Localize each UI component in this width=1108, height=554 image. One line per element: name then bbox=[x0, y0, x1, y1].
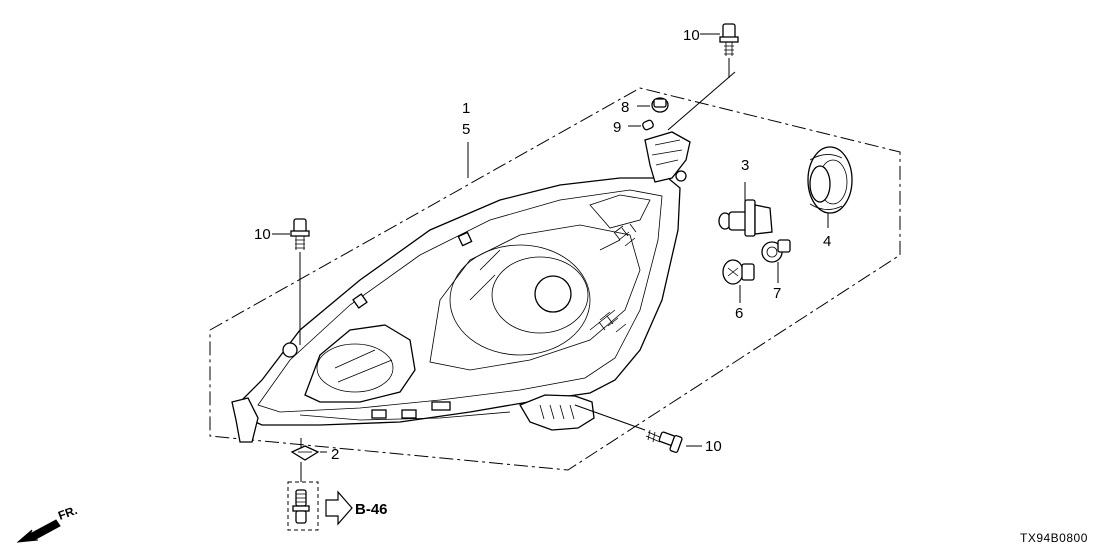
bolt-left bbox=[290, 218, 310, 345]
headlight-housing bbox=[231, 131, 691, 443]
assembly-boundary bbox=[209, 87, 901, 471]
front-direction-arrow-icon bbox=[16, 519, 61, 543]
callout-3: 3 bbox=[741, 157, 749, 174]
callout-9: 9 bbox=[613, 119, 621, 136]
callout-8: 8 bbox=[621, 99, 629, 116]
bulb-socket bbox=[761, 239, 791, 283]
callout-2: 2 bbox=[331, 446, 339, 463]
dust-cover-seal bbox=[807, 146, 853, 228]
headlight-bulb bbox=[718, 182, 773, 237]
callout-5: 5 bbox=[462, 121, 470, 138]
callout-1: 1 bbox=[462, 100, 470, 117]
reference-arrow-icon bbox=[325, 490, 353, 526]
front-label: FR. bbox=[56, 503, 79, 523]
small-bulb bbox=[722, 259, 755, 303]
callout-4: 4 bbox=[823, 233, 831, 250]
grommet bbox=[637, 97, 669, 113]
reference-label: B-46 bbox=[355, 501, 388, 518]
reference-bolt-box bbox=[287, 462, 319, 531]
bolt-top bbox=[667, 23, 739, 131]
callout-7: 7 bbox=[773, 285, 781, 302]
callout-10-left: 10 bbox=[254, 226, 271, 243]
callout-10-right: 10 bbox=[705, 438, 722, 455]
diagram-code: TX94B0800 bbox=[1020, 531, 1088, 545]
bolt-right bbox=[574, 404, 683, 453]
adjuster-screw bbox=[628, 119, 654, 131]
callout-6: 6 bbox=[735, 305, 743, 322]
callout-10-top: 10 bbox=[683, 27, 700, 44]
clip-nut bbox=[290, 438, 327, 461]
